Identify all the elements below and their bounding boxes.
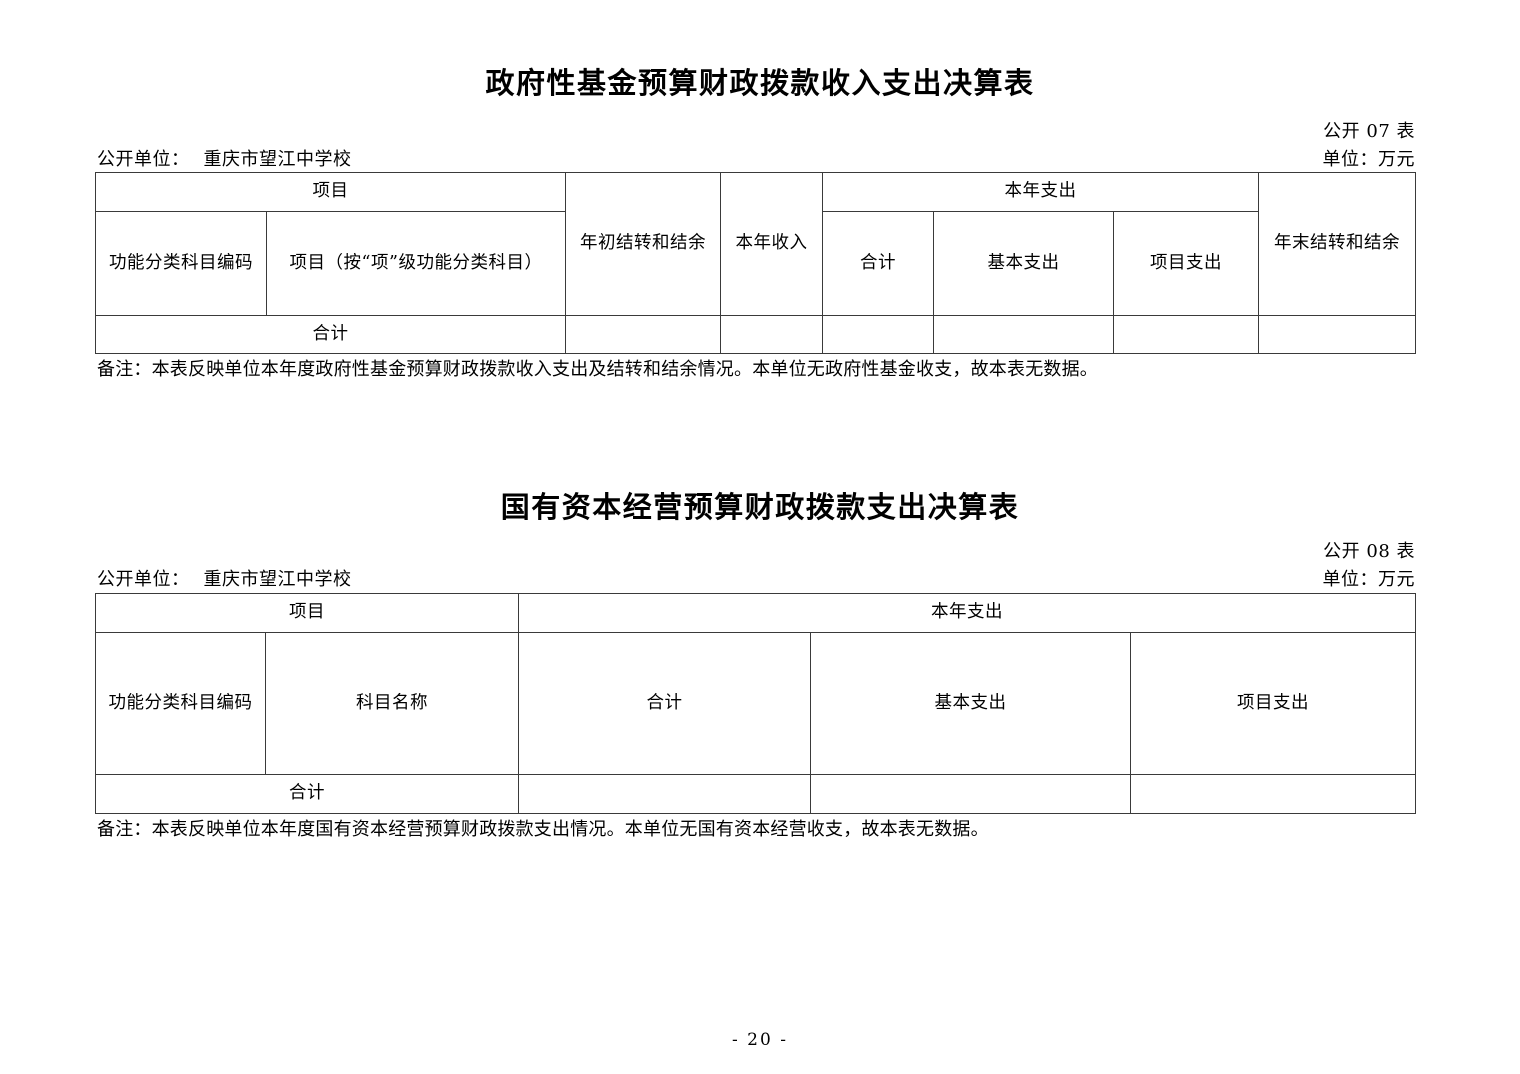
publishing-unit-name-08: 重庆市望江中学校 — [203, 569, 352, 590]
publishing-unit-07: 公开单位： 重庆市望江中学校 — [97, 145, 352, 171]
table-row-total: 合计 — [95, 315, 1417, 354]
header-begin-balance: 年初结转和结余 — [565, 172, 721, 316]
publishing-unit-08: 公开单位： 重庆市望江中学校 — [97, 565, 352, 591]
money-unit-08: 单位：万元 — [1322, 569, 1415, 590]
publishing-unit-label-08: 公开单位： — [97, 569, 190, 590]
header-group-year-expense-08: 本年支出 — [517, 593, 1417, 633]
header-basic-expense: 基本支出 — [933, 211, 1114, 316]
money-unit-07: 单位：万元 — [1322, 149, 1415, 170]
header-function-code-08: 功能分类科目编码 — [95, 632, 266, 775]
remark-note-07: 备注：本表反映单位本年度政府性基金预算财政拨款收入支出及结转和结余情况。本单位无… — [97, 359, 1098, 380]
header-group-project: 项目 — [95, 172, 566, 212]
header-project-expense-08: 项目支出 — [1129, 632, 1417, 775]
header-subject-name-08: 科目名称 — [265, 632, 519, 775]
table-row-header-sub: 功能分类科目编码 项目（按“项”级功能分类科目） 合计 基本支出 项目支出 — [95, 211, 1416, 316]
total-row-begin-balance — [565, 315, 721, 354]
header-group-project-08: 项目 — [95, 593, 519, 633]
table-government-fund: 项目 年初结转和结余 本年收入 本年支出 年末结转和结余 功能分类科目编码 项目… — [95, 172, 1417, 354]
total-row-total — [822, 315, 934, 354]
total-row-label: 合计 — [95, 315, 566, 354]
page-title-sheet-07: 政府性基金预算财政拨款收入支出决算表 — [485, 66, 1035, 100]
page-title-sheet-08: 国有资本经营预算财政拨款支出决算表 — [500, 490, 1020, 524]
page-number-footer: - 20 - — [732, 1030, 788, 1050]
header-project-name: 项目（按“项”级功能分类科目） — [266, 211, 566, 316]
header-end-balance: 年末结转和结余 — [1258, 172, 1417, 316]
header-group-year-expense: 本年支出 — [821, 172, 1260, 212]
header-total-08: 合计 — [518, 632, 811, 775]
header-basic-expense-08: 基本支出 — [810, 632, 1131, 775]
header-project-expense: 项目支出 — [1112, 211, 1260, 316]
total-row-project-expense — [1112, 315, 1260, 354]
publishing-unit-label: 公开单位： — [97, 149, 190, 170]
total-row-basic-expense — [933, 315, 1114, 354]
publishing-unit-name: 重庆市望江中学校 — [203, 149, 352, 170]
header-total: 合计 — [822, 211, 934, 316]
table-row-header-group: 项目 年初结转和结余 本年收入 本年支出 年末结转和结余 — [95, 172, 1417, 316]
total-row-end-balance — [1258, 315, 1417, 354]
total-row-project-expense-08 — [1129, 774, 1417, 814]
total-row-total-08 — [518, 774, 811, 814]
remark-note-08: 备注：本表反映单位本年度国有资本经营预算财政拨款支出情况。本单位无国有资本经营收… — [97, 819, 989, 840]
total-row-year-income — [720, 315, 823, 354]
table-state-capital: 项目 本年支出 功能分类科目编码 科目名称 合计 基本支出 项目支出 合计 — [95, 593, 1417, 814]
sheet-number-07: 公开 07 表 — [1323, 121, 1415, 142]
header-year-income: 本年收入 — [720, 172, 823, 316]
table-row-header-sub-08: 功能分类科目编码 科目名称 合计 基本支出 项目支出 — [95, 632, 1417, 775]
table-row-total-08: 合计 — [95, 774, 1417, 814]
table-row-header-group-08: 项目 本年支出 — [95, 593, 1417, 633]
sheet-number-08: 公开 08 表 — [1323, 541, 1415, 562]
total-row-label-08: 合计 — [95, 774, 519, 814]
header-function-code: 功能分类科目编码 — [95, 211, 267, 316]
total-row-basic-expense-08 — [810, 774, 1131, 814]
